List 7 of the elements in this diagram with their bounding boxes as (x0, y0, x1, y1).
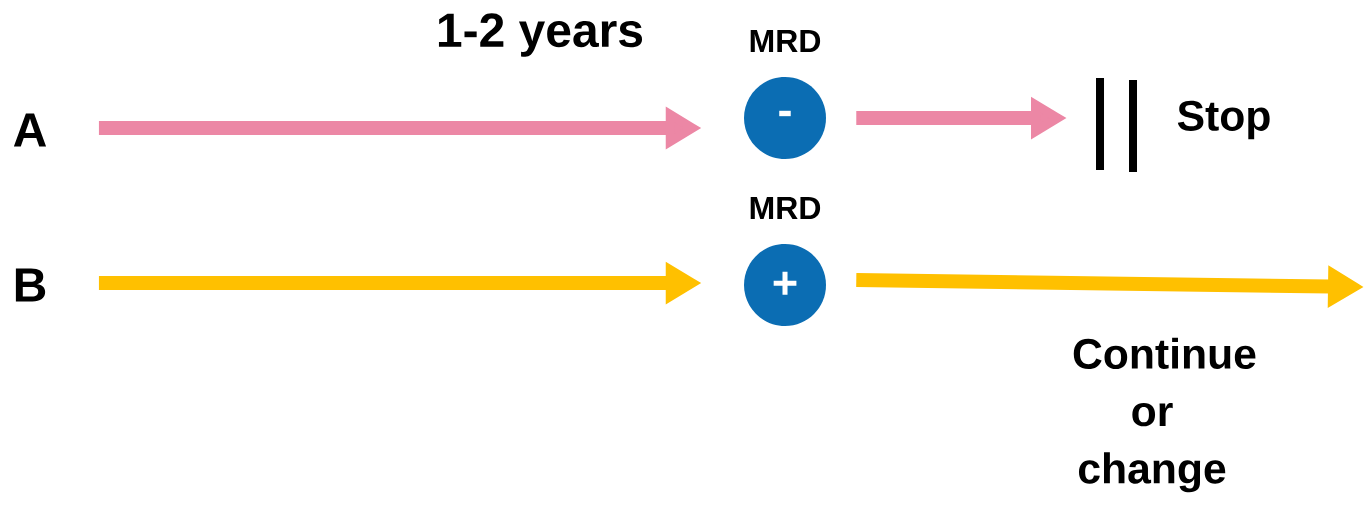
mrd-label: MRD (750, 30, 821, 53)
mrd-label: MRD (750, 197, 821, 220)
outcome-label: Stop (1177, 100, 1270, 140)
edge-label: 1-2 years (438, 13, 643, 57)
row-letter: A (13, 113, 47, 147)
row-letter: B (15, 268, 46, 302)
edge-label: Continue or change (1073, 337, 1256, 493)
